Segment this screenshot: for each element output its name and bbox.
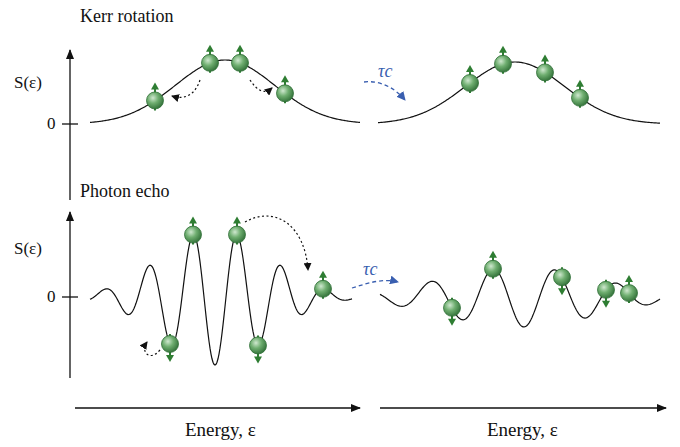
spectrum-curve bbox=[378, 62, 660, 123]
spin-particle bbox=[485, 251, 502, 279]
spin-particle bbox=[232, 45, 249, 73]
spin-particle bbox=[229, 217, 246, 245]
axis-tick: 0 bbox=[47, 288, 56, 305]
spin-particle bbox=[621, 275, 638, 303]
spin-particle bbox=[444, 298, 461, 326]
spin-particle bbox=[202, 45, 219, 73]
axis-label: S(ε) bbox=[14, 240, 42, 257]
spin-particle bbox=[250, 335, 267, 363]
axes bbox=[62, 50, 666, 408]
spin-particle bbox=[315, 271, 332, 299]
panel-title: Photon echo bbox=[80, 182, 170, 200]
spin-particle bbox=[162, 334, 179, 362]
spin-particle bbox=[277, 75, 294, 103]
tau-arrows bbox=[352, 82, 405, 288]
spin-particle bbox=[537, 54, 554, 82]
time-label: τc bbox=[378, 62, 392, 80]
spin-particle bbox=[554, 267, 571, 295]
spin-particle bbox=[185, 217, 202, 245]
axis-label: Energy, ε bbox=[487, 420, 558, 439]
panel-title: Kerr rotation bbox=[80, 7, 173, 25]
hop-arrows bbox=[145, 80, 308, 355]
spectrum-curve bbox=[90, 60, 360, 122]
axis-label: S(ε) bbox=[14, 74, 42, 91]
axis-label: Energy, ε bbox=[185, 420, 256, 439]
spin-particle bbox=[147, 82, 164, 110]
axis-tick: 0 bbox=[47, 115, 56, 132]
time-label: τc bbox=[363, 260, 377, 278]
spin-particle bbox=[495, 46, 512, 74]
spin-particle bbox=[462, 65, 479, 93]
spectrum-curve bbox=[380, 269, 660, 327]
spectrum-curve bbox=[90, 235, 352, 365]
spin-particle bbox=[572, 80, 589, 108]
spin-particle bbox=[598, 280, 615, 308]
